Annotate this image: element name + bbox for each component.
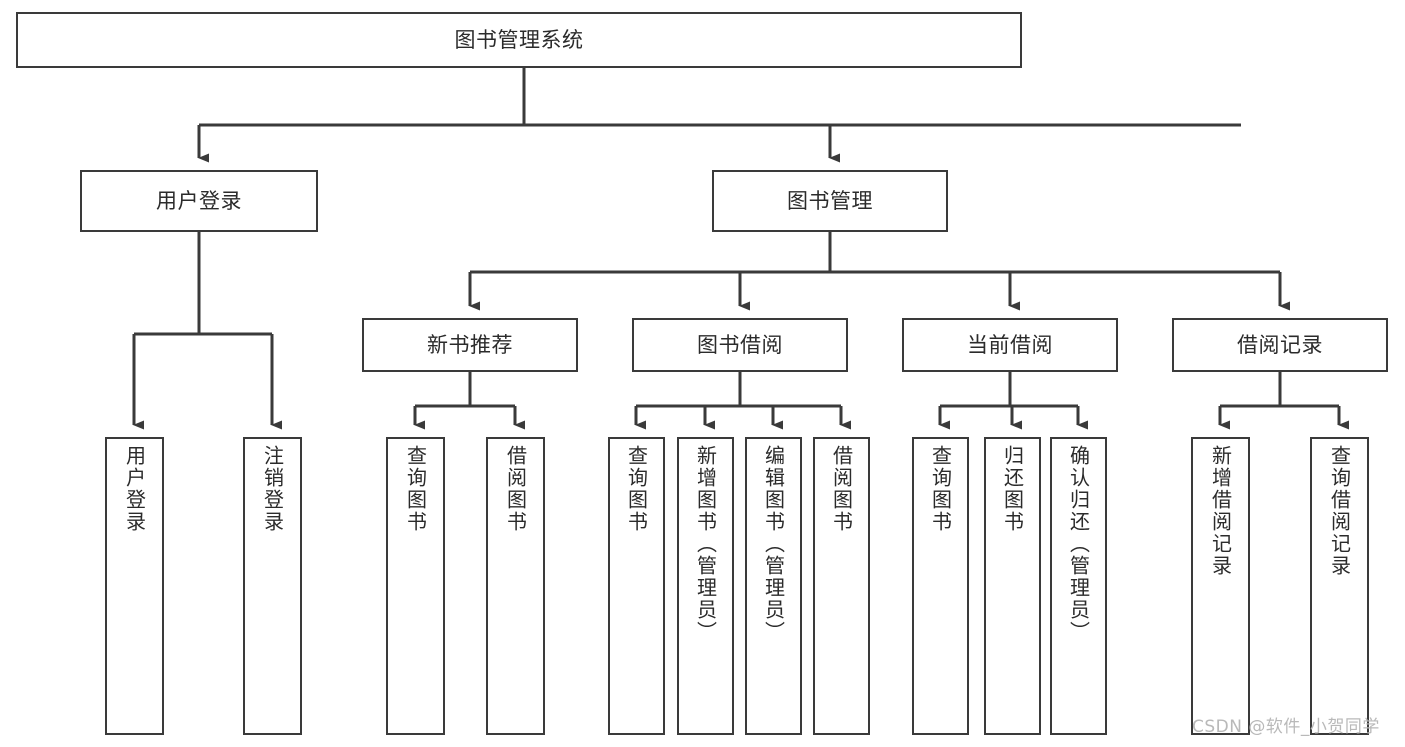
node-leaf-confirm-return-admin-label: 确认归还（管理员） [1066, 445, 1091, 643]
node-leaf-borrow-book-newbook[interactable]: 借阅图书 [486, 437, 545, 735]
node-leaf-return-book-label: 归还图书 [1000, 445, 1025, 533]
node-level3-new-book-recommend[interactable]: 新书推荐 [362, 318, 578, 372]
node-leaf-query-borrow-record-label: 查询借阅记录 [1327, 445, 1352, 577]
node-leaf-query-book-newbook-label: 查询图书 [403, 445, 428, 533]
node-leaf-edit-book-admin[interactable]: 编辑图书（管理员） [745, 437, 802, 735]
node-leaf-add-borrow-record[interactable]: 新增借阅记录 [1191, 437, 1250, 735]
node-leaf-confirm-return-admin[interactable]: 确认归还（管理员） [1050, 437, 1107, 735]
node-level2-book-management-label: 图书管理 [787, 188, 873, 213]
node-leaf-add-book-admin-label: 新增图书（管理员） [693, 445, 718, 643]
node-leaf-query-book-current-label: 查询图书 [928, 445, 953, 533]
node-level3-new-book-recommend-label: 新书推荐 [427, 332, 513, 357]
node-level2-user-login[interactable]: 用户登录 [80, 170, 318, 232]
node-leaf-query-book-newbook[interactable]: 查询图书 [386, 437, 445, 735]
node-leaf-return-book[interactable]: 归还图书 [984, 437, 1041, 735]
node-level3-current-borrow[interactable]: 当前借阅 [902, 318, 1118, 372]
node-level3-borrow-record[interactable]: 借阅记录 [1172, 318, 1388, 372]
node-leaf-borrow-book[interactable]: 借阅图书 [813, 437, 870, 735]
node-level3-current-borrow-label: 当前借阅 [967, 332, 1053, 357]
node-root-label: 图书管理系统 [454, 27, 584, 52]
node-level3-book-borrow[interactable]: 图书借阅 [632, 318, 848, 372]
node-leaf-borrow-book-label: 借阅图书 [829, 445, 854, 533]
node-leaf-user-login-label: 用户登录 [122, 445, 147, 533]
node-leaf-borrow-book-newbook-label: 借阅图书 [503, 445, 528, 533]
node-leaf-query-borrow-record[interactable]: 查询借阅记录 [1310, 437, 1369, 735]
node-leaf-logout[interactable]: 注销登录 [243, 437, 302, 735]
node-leaf-add-borrow-record-label: 新增借阅记录 [1208, 445, 1233, 577]
node-level2-user-login-label: 用户登录 [156, 188, 242, 213]
node-level3-borrow-record-label: 借阅记录 [1237, 332, 1323, 357]
node-leaf-query-book-current[interactable]: 查询图书 [912, 437, 969, 735]
node-level2-book-management[interactable]: 图书管理 [712, 170, 948, 232]
node-leaf-add-book-admin[interactable]: 新增图书（管理员） [677, 437, 734, 735]
node-leaf-user-login[interactable]: 用户登录 [105, 437, 164, 735]
node-leaf-logout-label: 注销登录 [260, 445, 285, 533]
node-leaf-edit-book-admin-label: 编辑图书（管理员） [761, 445, 786, 643]
node-leaf-query-book-borrow[interactable]: 查询图书 [608, 437, 665, 735]
node-leaf-query-book-borrow-label: 查询图书 [624, 445, 649, 533]
node-root[interactable]: 图书管理系统 [16, 12, 1022, 68]
node-level3-book-borrow-label: 图书借阅 [697, 332, 783, 357]
